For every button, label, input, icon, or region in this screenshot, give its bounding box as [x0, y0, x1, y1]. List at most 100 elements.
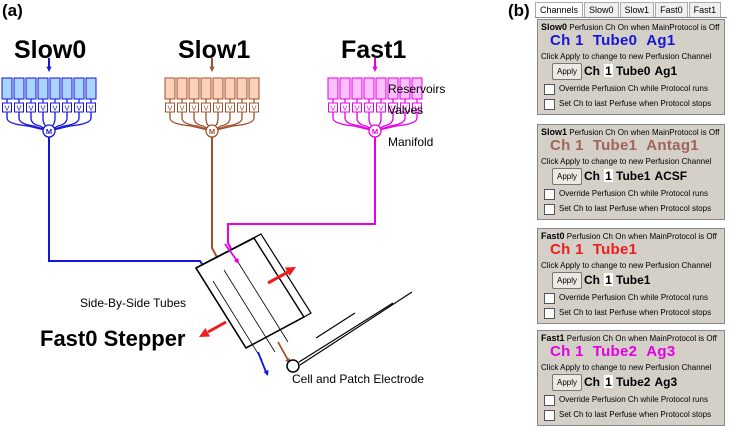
tubing [6, 112, 50, 132]
group-name: Slow1 [541, 127, 568, 137]
reservoir [212, 77, 224, 100]
selected-tube: Tube0 [616, 64, 651, 78]
apply-button[interactable]: Apply [552, 168, 582, 185]
group-header: Slow1 Perfusion Ch On when MainProtocol … [541, 127, 719, 137]
electrode-lower [299, 291, 413, 366]
state-solution: Antag1 [646, 137, 699, 154]
reservoir [327, 77, 339, 100]
tubing [211, 112, 243, 132]
override-checkbox[interactable] [544, 84, 555, 95]
reservoir [25, 77, 37, 100]
valve-letter: V [167, 104, 172, 113]
reservoir [13, 77, 25, 100]
group-description: Perfusion Ch On when MainProtocol is Off [569, 23, 720, 32]
stepper-arrow-right [267, 270, 289, 285]
apply-hint: Click Apply to change to new Perfusion C… [541, 261, 712, 270]
tube-line [223, 269, 276, 353]
tubing [374, 112, 418, 132]
tubing [48, 112, 92, 132]
override-checkbox[interactable] [544, 189, 555, 200]
apply-hint: Click Apply to change to new Perfusion C… [541, 157, 712, 166]
reservoir [363, 77, 375, 100]
override-label: Override Perfusion Ch while Protocol run… [559, 84, 708, 93]
channel-number-field[interactable]: 1 [604, 273, 613, 287]
valve-letter: V [76, 104, 81, 113]
group-header: Slow0 Perfusion Ch On when MainProtocol … [541, 22, 719, 32]
reservoir [1, 77, 13, 100]
valve-letter: V [414, 104, 419, 113]
set-last-label: Set Ch to last Perfuse when Protocol sto… [559, 204, 712, 213]
fast1-inlet [224, 243, 239, 263]
ch-word: Ch [584, 64, 600, 78]
valve-letter: V [40, 104, 45, 113]
group-name: Slow0 [541, 22, 568, 32]
group-description: Perfusion Ch On when MainProtocol is Off [569, 128, 720, 137]
set-last-checkbox[interactable] [544, 410, 555, 421]
channel-number-field[interactable]: 1 [604, 375, 613, 389]
channel-group-slow1: Slow1 Perfusion Ch On when MainProtocol … [537, 124, 725, 220]
channel-number-field[interactable]: 1 [604, 64, 613, 78]
apply-button[interactable]: Apply [552, 272, 582, 289]
selected-solution: ACSF [654, 169, 688, 183]
apply-hint: Click Apply to change to new Perfusion C… [541, 363, 712, 372]
set-last-checkbox[interactable] [544, 204, 555, 215]
manifold-letter: M [372, 127, 378, 136]
reservoir [375, 77, 387, 100]
set-last-checkbox[interactable] [544, 308, 555, 319]
group-description: Perfusion Ch On when MainProtocol is Off [566, 334, 717, 343]
group-description: Perfusion Ch On when MainProtocol is Off [566, 232, 717, 241]
group-name: Fast1 [541, 333, 565, 343]
selected-tube: Tube1 [616, 169, 651, 183]
selected-solution: Ag3 [654, 375, 678, 389]
tab-channels[interactable]: Channels [535, 2, 584, 17]
channel-group-slow0: Slow0 Perfusion Ch On when MainProtocol … [537, 19, 725, 115]
tubing [332, 112, 376, 132]
tab-fast0[interactable]: Fast0 [655, 2, 688, 17]
tab-fast1[interactable]: Fast1 [688, 2, 722, 17]
valve-letter: V [203, 104, 208, 113]
state-solution: Ag3 [646, 343, 676, 360]
override-checkbox[interactable] [544, 293, 555, 304]
panel-b-label: (b) [508, 1, 530, 20]
manifold-letter: M [209, 127, 215, 136]
tubing [211, 112, 231, 132]
tubing [356, 112, 376, 132]
tab-slow1[interactable]: Slow1 [619, 2, 655, 17]
apply-hint: Click Apply to change to new Perfusion C… [541, 52, 712, 61]
tubing [193, 112, 213, 132]
set-last-label: Set Ch to last Perfuse when Protocol sto… [559, 99, 712, 108]
set-last-checkbox[interactable] [544, 99, 555, 110]
channel-group-fast0: Fast0 Perfusion Ch On when MainProtocol … [537, 228, 725, 324]
tube-line [237, 261, 289, 343]
apply-button[interactable]: Apply [552, 63, 582, 80]
valve-letter: V [251, 104, 256, 113]
tubing [344, 112, 376, 132]
channel-number-field[interactable]: 1 [604, 169, 613, 183]
state-tube: Tube0 [592, 32, 638, 49]
state-channel: Ch 1 [550, 343, 584, 360]
stepper-label: Fast0 Stepper [40, 326, 186, 351]
valve-letter: V [28, 104, 33, 113]
slow0-title: Slow0 [14, 36, 87, 64]
tab-slow0[interactable]: Slow0 [584, 2, 619, 17]
reservoir [236, 77, 248, 100]
perfusion-control-panel: Channels Slow0 Slow1 Fast0 Fast1 Slow0 P… [535, 2, 727, 428]
set-last-label: Set Ch to last Perfuse when Protocol sto… [559, 410, 712, 419]
valve-letter: V [64, 104, 69, 113]
valve-letter: V [191, 104, 196, 113]
title-arrowhead [46, 66, 52, 72]
tubing [211, 112, 255, 132]
group-header: Fast1 Perfusion Ch On when MainProtocol … [541, 333, 717, 343]
apply-button[interactable]: Apply [552, 374, 582, 391]
title-arrowhead [372, 66, 378, 72]
ch-word: Ch [584, 375, 600, 389]
tubing [18, 112, 50, 132]
valve-letter: V [378, 104, 383, 113]
slow0-outlet-head [263, 370, 269, 376]
manifold-label: Manifold [388, 135, 434, 149]
electrode-upper [298, 302, 394, 363]
slow1-title: Slow1 [178, 36, 251, 64]
override-checkbox[interactable] [544, 395, 555, 406]
